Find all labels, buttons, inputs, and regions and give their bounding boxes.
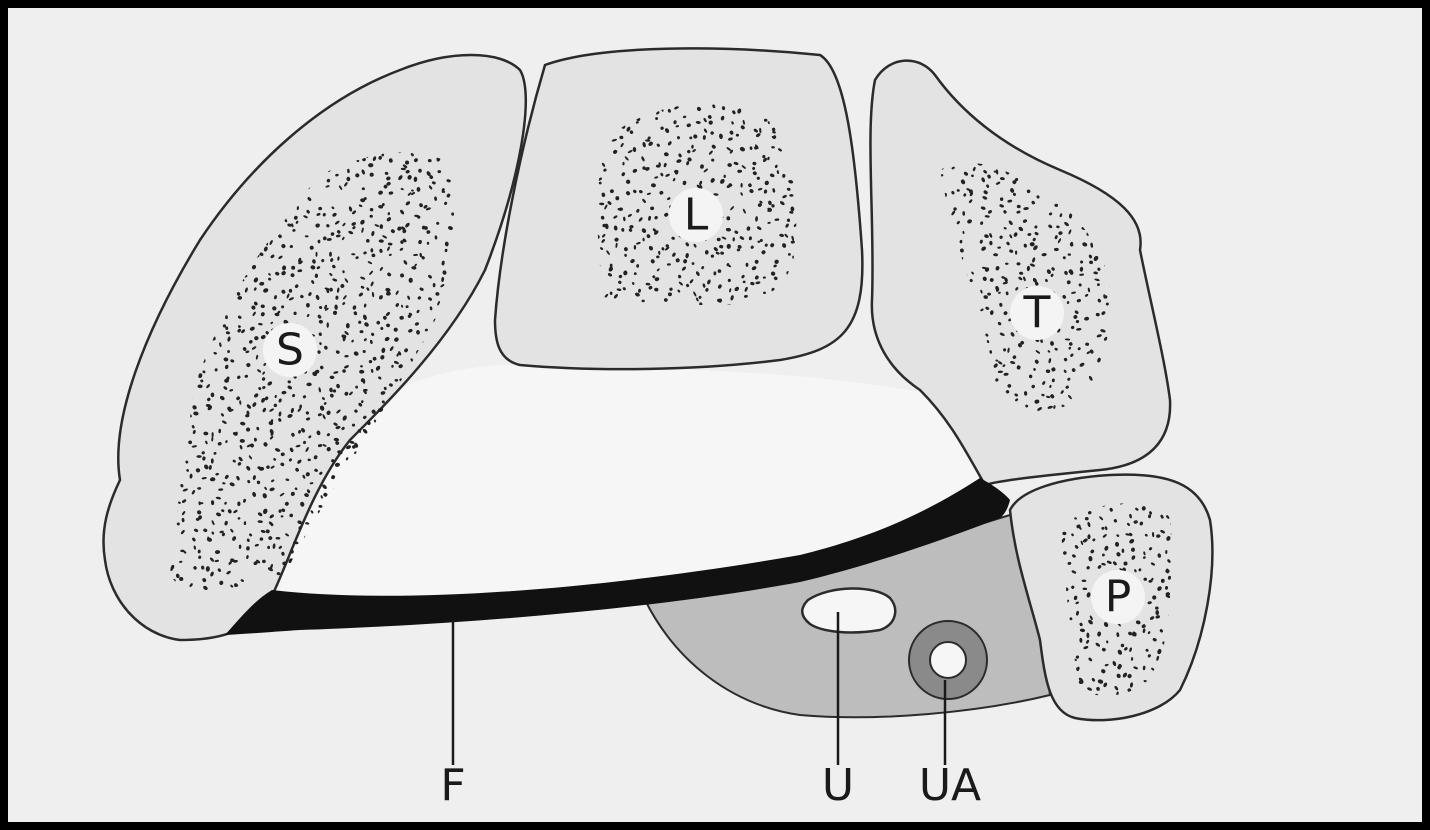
- ulnar-artery-lumen: [930, 642, 966, 678]
- speckle-dot: [196, 455, 201, 458]
- speckle-dot: [615, 196, 619, 200]
- speckle-dot: [634, 272, 637, 275]
- speckle-dot: [318, 240, 321, 244]
- speckle-dot: [316, 252, 318, 257]
- ulnar-nerve: [802, 588, 895, 632]
- speckle-dot: [305, 235, 309, 237]
- speckle-dot: [746, 263, 749, 267]
- speckle-dot: [237, 502, 240, 507]
- speckle-dot: [1068, 253, 1071, 255]
- speckle-dot: [329, 252, 332, 257]
- label-lunate: L: [684, 190, 709, 241]
- label-triquetrum: T: [1023, 288, 1051, 339]
- label-flexor-retinaculum: F: [440, 760, 465, 811]
- label-pisiform: P: [1105, 572, 1132, 623]
- speckle-dot: [352, 424, 355, 427]
- speckle-dot: [788, 253, 791, 256]
- speckle-dot: [724, 175, 726, 178]
- speckle-dot: [225, 315, 228, 319]
- speckle-dot: [380, 224, 383, 229]
- speckle-dot: [1015, 251, 1017, 255]
- label-scaphoid: S: [276, 325, 304, 376]
- speckle-dot: [306, 303, 310, 308]
- speckle-dot: [656, 256, 659, 259]
- label-ulnar-nerve: U: [822, 760, 854, 811]
- label-ulnar-artery: UA: [919, 760, 981, 811]
